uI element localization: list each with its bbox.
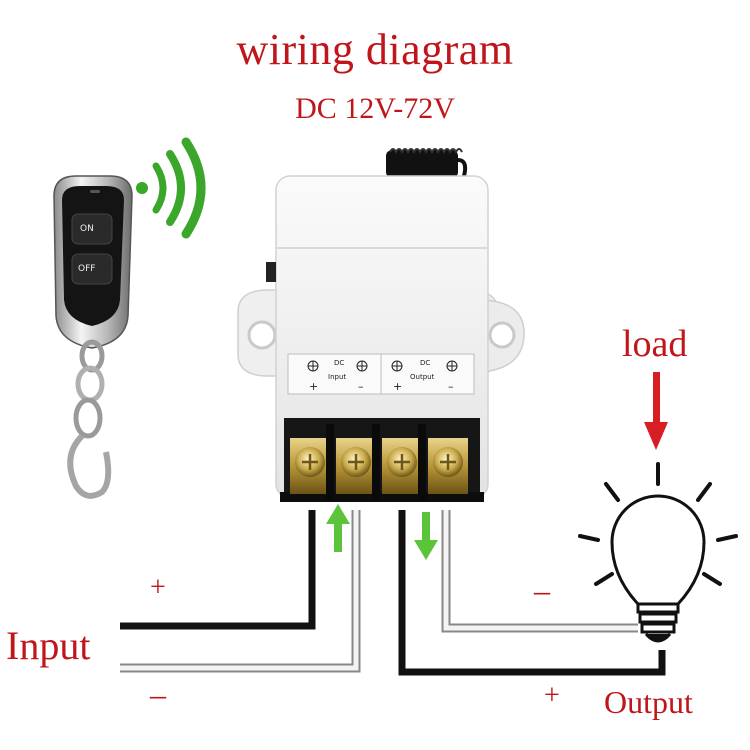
terminal-screws — [290, 424, 468, 500]
strip-t1-sign: + — [309, 380, 319, 393]
strip-input-label: Input — [328, 373, 347, 381]
arrow-up — [326, 504, 350, 552]
light-bulb-icon — [578, 462, 738, 643]
input-plus-label: + — [150, 572, 166, 603]
remote-key-fob-icon — [53, 175, 133, 499]
strip-right-dc: DC — [420, 359, 431, 367]
arrow-down — [414, 512, 438, 560]
strip-output-label: Output — [410, 373, 435, 381]
relay-module-icon — [237, 175, 525, 502]
diagram-title: wiring diagram — [236, 25, 514, 74]
strip-t2-sign: – — [358, 380, 364, 393]
remote-off-button[interactable]: OFF — [78, 264, 96, 274]
input-positive-wire — [120, 510, 316, 630]
strip-t3-sign: + — [393, 380, 403, 393]
input-minus-label: – — [150, 676, 166, 712]
input-wires — [120, 510, 361, 673]
wireless-signal-icon — [136, 137, 206, 239]
input-label: Input — [6, 623, 91, 668]
output-negative-wire-outline — [441, 510, 638, 633]
load-label: load — [622, 323, 688, 365]
output-wires — [398, 510, 666, 676]
arrow-load — [644, 372, 668, 450]
antenna-icon — [386, 148, 468, 178]
output-plus-label: + — [544, 680, 560, 711]
output-minus-label: – — [534, 572, 550, 608]
remote-on-button[interactable]: ON — [80, 224, 94, 234]
input-negative-wire — [120, 510, 359, 671]
strip-t4-sign: – — [448, 380, 454, 393]
output-negative-wire — [443, 510, 638, 631]
output-label: Output — [604, 684, 693, 720]
voltage-rating: DC 12V-72V — [295, 92, 455, 125]
output-positive-wire — [398, 510, 666, 676]
strip-left-dc: DC — [334, 359, 345, 367]
